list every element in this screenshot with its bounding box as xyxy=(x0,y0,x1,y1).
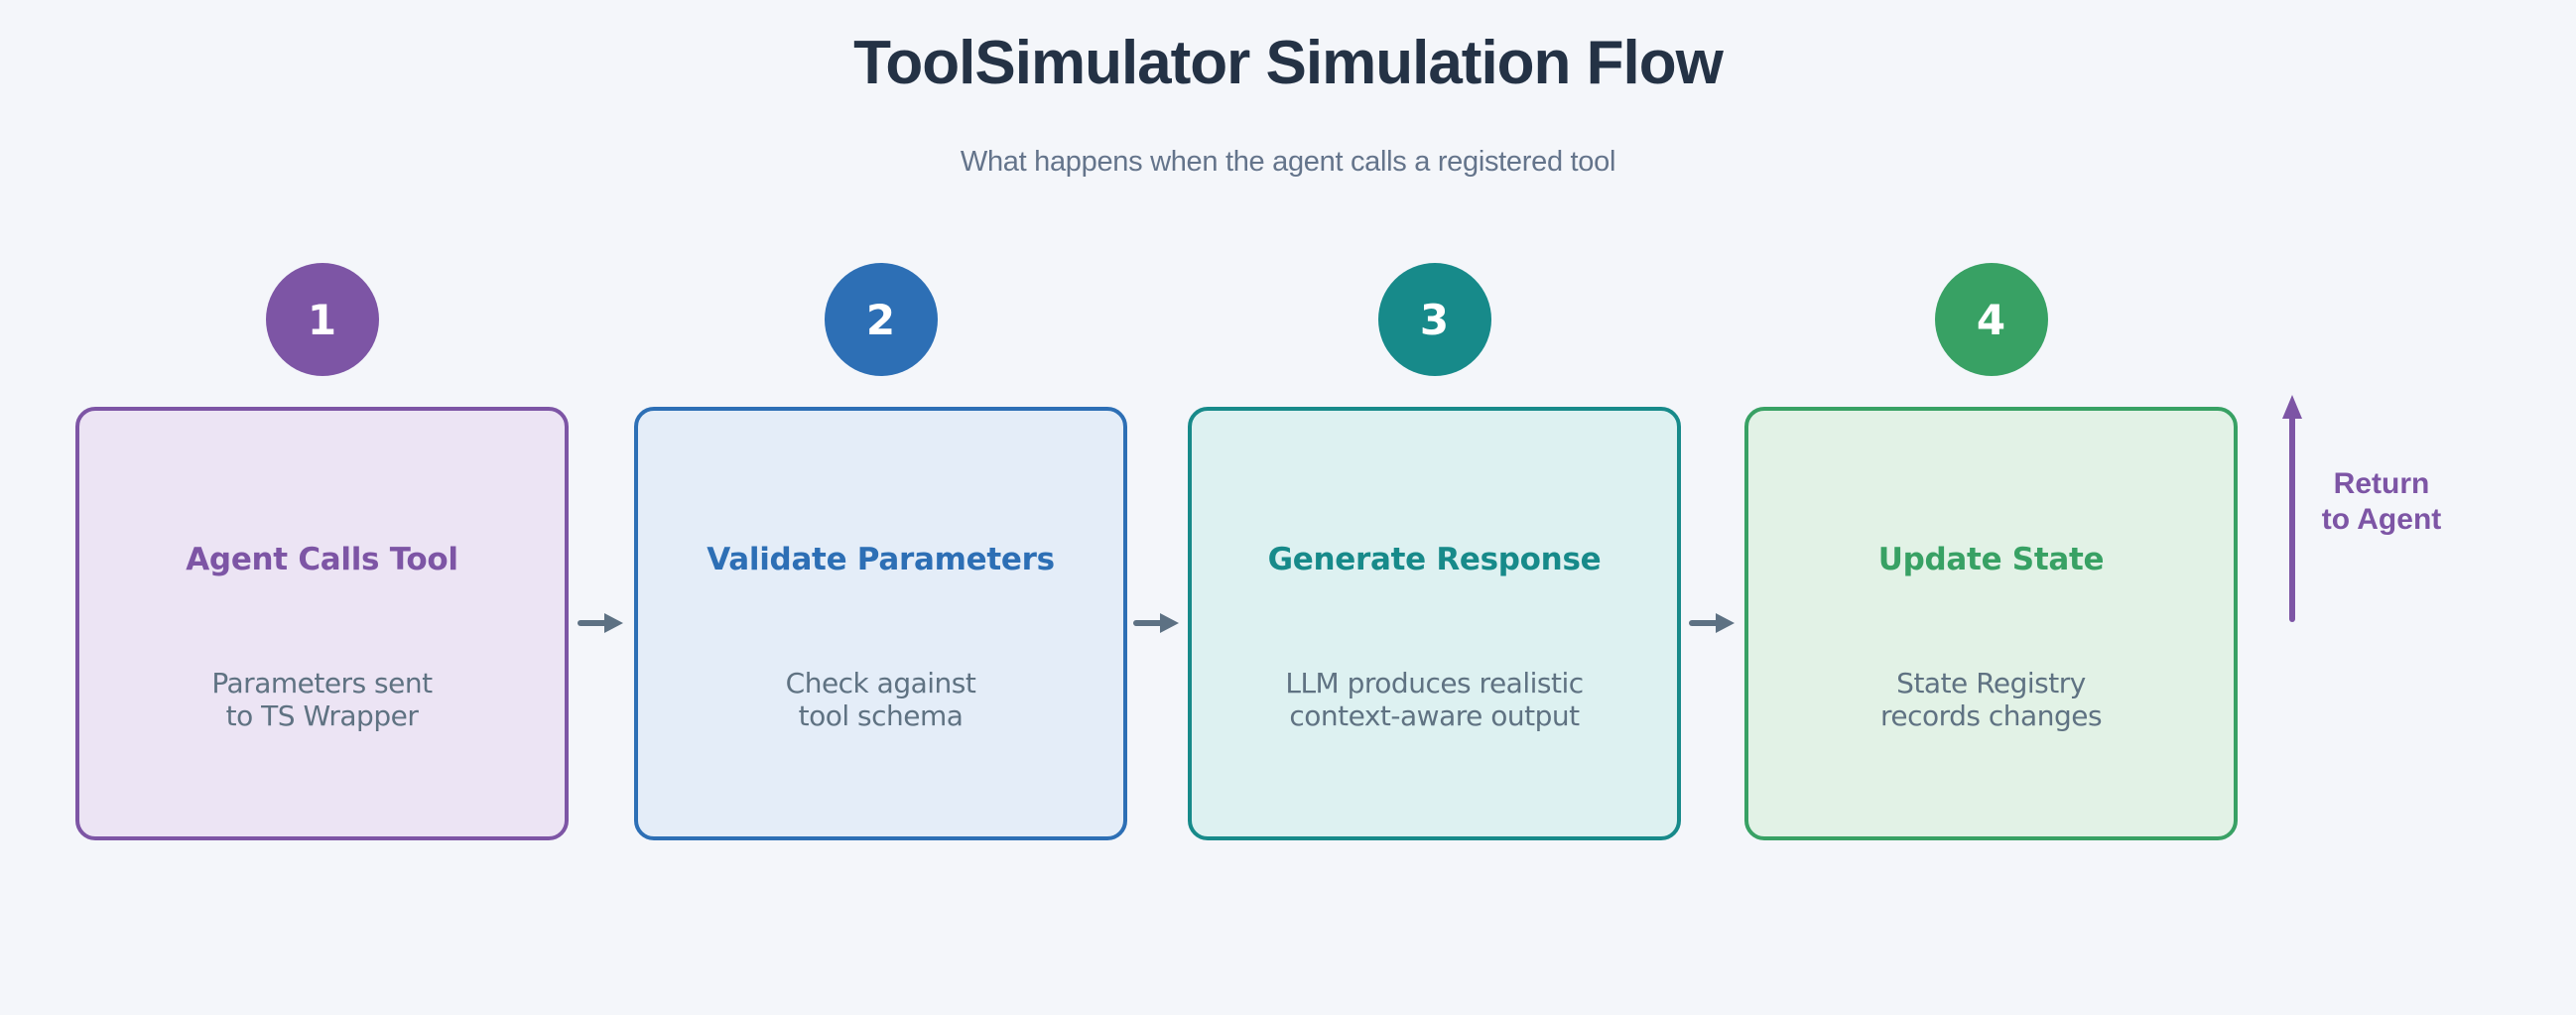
step-card-description: Check against tool schema xyxy=(785,667,976,732)
step-card: Generate Response LLM produces realistic… xyxy=(1188,407,1681,840)
step-number-badge: 1 xyxy=(265,263,379,376)
step-card: Update State State Registry records chan… xyxy=(1744,407,2238,840)
step-number-badge: 3 xyxy=(1377,263,1491,376)
step-card-description: State Registry records changes xyxy=(1879,667,2103,732)
step-card: Agent Calls Tool Parameters sent to TS W… xyxy=(75,407,569,840)
return-to-agent-label: Return to Agent xyxy=(2321,467,2442,536)
step-number: 1 xyxy=(307,295,337,344)
arrow-right-icon xyxy=(578,613,623,633)
step-number: 2 xyxy=(865,295,896,344)
step-agent-calls-tool: 1 Agent Calls Tool Parameters sent to TS… xyxy=(75,263,569,840)
step-number-badge: 2 xyxy=(824,263,938,376)
step-validate-parameters: 2 Validate Parameters Check against tool… xyxy=(634,263,1127,840)
page-subtitle: What happens when the agent calls a regi… xyxy=(960,146,1616,178)
arrow-right-icon xyxy=(1133,613,1179,633)
step-card-title: Update State xyxy=(1877,542,2105,577)
step-update-state: 4 Update State State Registry records ch… xyxy=(1744,263,2238,840)
step-number-badge: 4 xyxy=(1934,263,2048,376)
step-card-title: Generate Response xyxy=(1267,542,1602,577)
page-title: ToolSimulator Simulation Flow xyxy=(853,29,1724,97)
step-card-description: LLM produces realistic context-aware out… xyxy=(1285,667,1584,732)
arrow-up-icon xyxy=(2282,395,2302,622)
step-number: 3 xyxy=(1419,295,1450,344)
step-card-description: Parameters sent to TS Wrapper xyxy=(211,667,433,732)
step-generate-response: 3 Generate Response LLM produces realist… xyxy=(1188,263,1681,840)
step-card-title: Validate Parameters xyxy=(707,542,1055,577)
step-card: Validate Parameters Check against tool s… xyxy=(634,407,1127,840)
step-number: 4 xyxy=(1976,295,2006,344)
arrow-right-icon xyxy=(1689,613,1735,633)
step-card-title: Agent Calls Tool xyxy=(186,542,458,577)
